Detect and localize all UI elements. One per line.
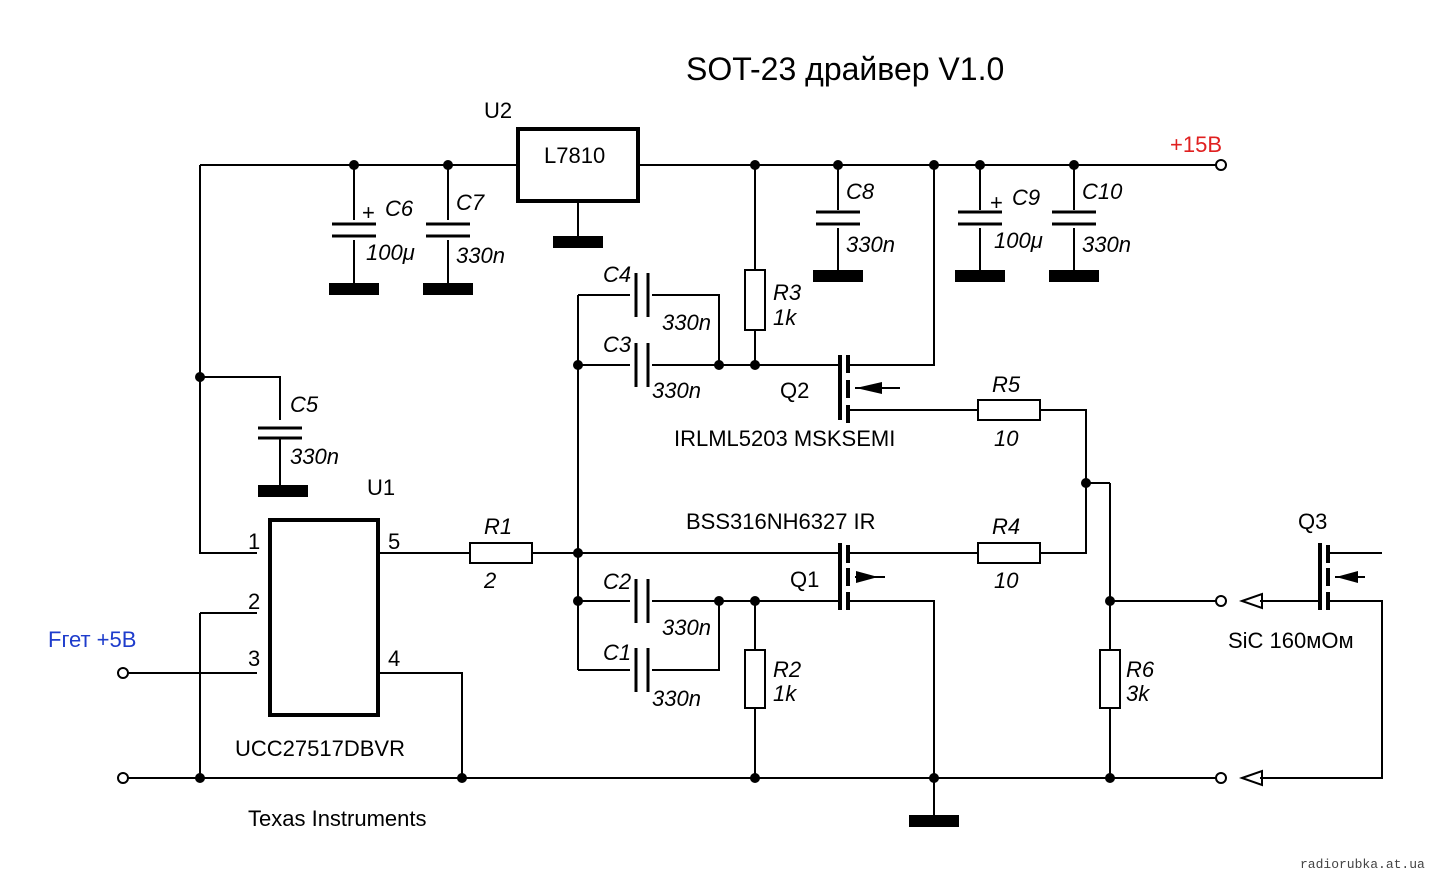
- connector-arrow-icon: [1238, 769, 1263, 787]
- ground-icon: [258, 485, 308, 497]
- c5-symbol: [258, 426, 302, 440]
- c2-ref: C2: [603, 569, 631, 594]
- page-title: SOT-23 драйвер V1.0: [686, 51, 1004, 87]
- wires: [125, 164, 1383, 815]
- c3-ref: C3: [603, 332, 632, 357]
- c5-ref: C5: [290, 392, 319, 417]
- r2-ref: R2: [773, 657, 801, 682]
- r4-symbol: [977, 542, 1041, 564]
- c8-symbol: [816, 210, 860, 226]
- c10-value: 330n: [1082, 232, 1131, 257]
- input-label: Fгет +5В: [48, 627, 136, 652]
- supply-terminal-icon: [1215, 159, 1227, 171]
- c10-ref: C10: [1082, 179, 1123, 204]
- q3-symbol: [1318, 543, 1365, 610]
- c6-symbol: [332, 222, 376, 238]
- q1-part: BSS316NH6327 IR: [686, 509, 876, 534]
- c4-symbol: [634, 273, 650, 317]
- ground-icon: [423, 283, 473, 295]
- c7-ref: C7: [456, 190, 485, 215]
- c4-ref: C4: [603, 262, 631, 287]
- q1-symbol: [838, 543, 885, 610]
- u2-box: [516, 127, 640, 203]
- r1-symbol: [469, 542, 533, 564]
- c6-value: 100μ: [366, 240, 415, 265]
- q1-ref: Q1: [790, 567, 819, 592]
- ground-icon: [1049, 270, 1099, 282]
- c4-value: 330n: [662, 310, 711, 335]
- u2-ref: U2: [484, 98, 512, 123]
- r6-ref: R6: [1126, 657, 1155, 682]
- u1-pin-3: 3: [248, 646, 260, 671]
- capacitors: [258, 210, 1096, 692]
- c8-ref: C8: [846, 179, 875, 204]
- c9-symbol: [958, 210, 1002, 226]
- r4-ref: R4: [992, 514, 1020, 539]
- r1-ref: R1: [484, 514, 512, 539]
- c3-symbol: [634, 343, 650, 387]
- q3-ref: Q3: [1298, 509, 1327, 534]
- c7-value: 330n: [456, 243, 505, 268]
- c6-ref: C6: [385, 196, 414, 221]
- ground-icon: [813, 270, 863, 282]
- u2-part: L7810: [544, 143, 605, 168]
- c3-value: 330n: [652, 378, 701, 403]
- ground-icon: [909, 815, 959, 827]
- supply-label: +15В: [1170, 132, 1222, 157]
- c5-value: 330n: [290, 444, 339, 469]
- r3-symbol: [744, 269, 766, 331]
- sic-label: SiC 160мОм: [1228, 628, 1354, 653]
- resistors: [469, 269, 1121, 709]
- c9-ref: C9: [1012, 185, 1040, 210]
- c1-symbol: [634, 648, 650, 692]
- gate-out-terminal-icon: [1215, 595, 1227, 607]
- r6-value: 3k: [1126, 681, 1150, 706]
- c6-polarity: +: [362, 200, 375, 225]
- u1-pin-5: 5: [388, 529, 400, 554]
- junctions: [195, 160, 1115, 783]
- ground-symbols: [258, 236, 1099, 827]
- u1-ref: U1: [367, 475, 395, 500]
- q2-ref: Q2: [780, 378, 809, 403]
- u1-pin-1: 1: [248, 529, 260, 554]
- c9-polarity: +: [990, 190, 1003, 215]
- manufacturer-label: Texas Instruments: [248, 806, 427, 831]
- ground-terminal-icon: [117, 772, 129, 784]
- terminals: [117, 159, 1263, 787]
- ground-icon: [553, 236, 603, 248]
- c7-symbol: [426, 222, 470, 238]
- r2-symbol: [744, 649, 766, 709]
- r5-value: 10: [994, 426, 1019, 451]
- c9-value: 100μ: [994, 228, 1043, 253]
- r5-symbol: [977, 399, 1041, 421]
- r3-ref: R3: [773, 280, 802, 305]
- u1-part: UCC27517DBVR: [235, 736, 405, 761]
- watermark: radiorubka.at.ua: [1300, 857, 1425, 872]
- ground-icon: [955, 270, 1005, 282]
- r2-value: 1k: [773, 681, 797, 706]
- r5-ref: R5: [992, 372, 1021, 397]
- u1-pin-4: 4: [388, 646, 400, 671]
- r3-value: 1k: [773, 305, 797, 330]
- c1-value: 330n: [652, 686, 701, 711]
- c10-symbol: [1052, 210, 1096, 226]
- q2-part: IRLML5203 MSKSEMI: [674, 426, 895, 451]
- r4-value: 10: [994, 568, 1019, 593]
- u1-box: [268, 518, 380, 717]
- u1-pin-2: 2: [248, 589, 260, 614]
- ground-icon: [329, 283, 379, 295]
- r6-symbol: [1099, 649, 1121, 709]
- c8-value: 330n: [846, 232, 895, 257]
- source-out-terminal-icon: [1215, 772, 1227, 784]
- q2-symbol: [838, 355, 900, 423]
- connector-arrow-icon: [1238, 592, 1263, 610]
- input-terminal-icon: [117, 667, 129, 679]
- c1-ref: C1: [603, 640, 631, 665]
- c2-value: 330n: [662, 615, 711, 640]
- r1-value: 2: [483, 568, 496, 593]
- c2-symbol: [634, 579, 650, 623]
